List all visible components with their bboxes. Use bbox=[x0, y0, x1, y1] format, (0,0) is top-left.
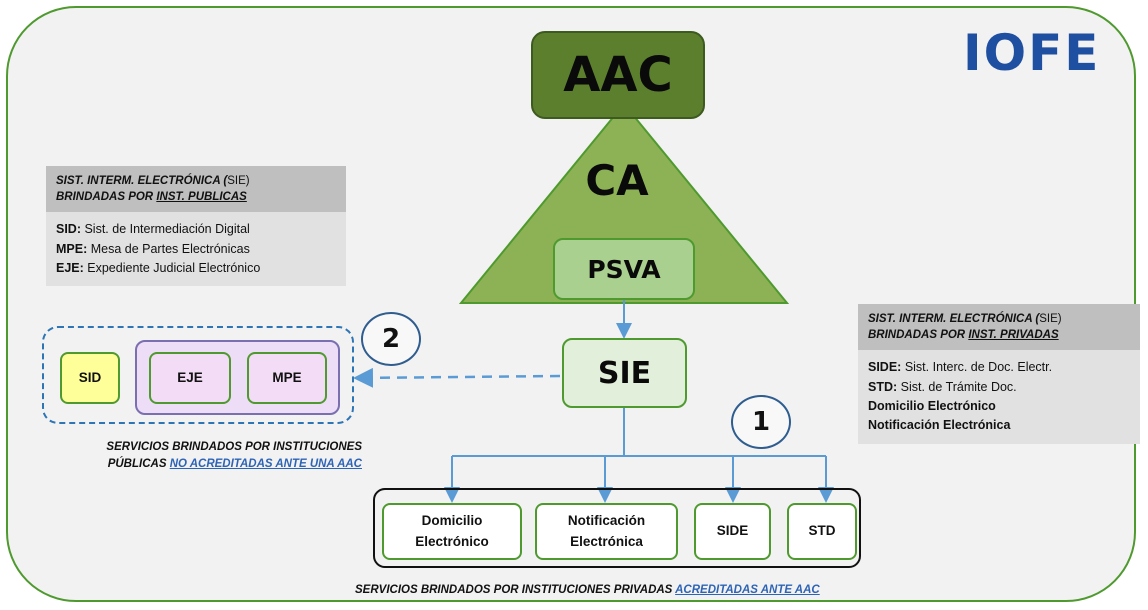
public-sie-panel: SIST. INTERM. ELECTRÓNICA (SIE) BRINDADA… bbox=[46, 166, 346, 287]
sid-box: SID bbox=[60, 352, 120, 404]
public-panel-body: SID: Sist. de Intermediación Digital MPE… bbox=[46, 212, 346, 287]
private-panel-header: SIST. INTERM. ELECTRÓNICA (SIE) BRINDADA… bbox=[858, 304, 1140, 351]
marker-2-circle: 2 bbox=[361, 312, 421, 366]
private-services-caption-link: ACREDITADAS ANTE AAC bbox=[675, 584, 820, 596]
marker-1-circle: 1 bbox=[731, 395, 791, 449]
private-services-caption: SERVICIOS BRINDADOS POR INSTITUCIONES PR… bbox=[355, 584, 820, 596]
psva-box: PSVA bbox=[553, 238, 695, 300]
eje-box: EJE bbox=[149, 352, 231, 404]
private-panel-title-line1: SIST. INTERM. ELECTRÓNICA (SIE) bbox=[868, 313, 1062, 325]
sie-to-public-arrow bbox=[353, 367, 561, 388]
public-item-mpe: MPE: Mesa de Partes Electrónicas bbox=[56, 241, 250, 256]
private-item-notificacion: Notificación Electrónica bbox=[868, 418, 1011, 433]
ca-label: CA bbox=[585, 156, 649, 205]
private-panel-body: SIDE: Sist. Interc. de Doc. Electr. STD:… bbox=[858, 350, 1140, 444]
public-services-caption-link: NO ACREDITADAS ANTE UNA AAC bbox=[169, 457, 362, 470]
mpe-box: MPE bbox=[247, 352, 327, 404]
aac-box: AAC bbox=[531, 31, 705, 119]
public-panel-title-line2: BRINDADAS POR INST. PUBLICAS bbox=[56, 191, 247, 204]
public-item-eje: EJE: Expediente Judicial Electrónico bbox=[56, 260, 261, 275]
brand-logo-text: IOFE bbox=[963, 24, 1101, 82]
private-item-domicilio: Domicilio Electrónico bbox=[868, 398, 996, 413]
private-services-group bbox=[373, 488, 861, 568]
public-panel-header: SIST. INTERM. ELECTRÓNICA (SIE) BRINDADA… bbox=[46, 166, 346, 213]
public-services-dashed-group bbox=[42, 326, 354, 424]
side-box: SIDE bbox=[694, 503, 771, 560]
public-panel-title-line1: SIST. INTERM. ELECTRÓNICA (SIE) bbox=[56, 175, 250, 187]
private-panel-title-line2: BRINDADAS POR INST. PRIVADAS bbox=[868, 329, 1059, 342]
sie-box: SIE bbox=[562, 338, 687, 408]
private-item-std: STD: Sist. de Trámite Doc. bbox=[868, 379, 1017, 394]
public-services-caption: SERVICIOS BRINDADOS POR INSTITUCIONES PÚ… bbox=[106, 441, 362, 470]
private-sie-panel: SIST. INTERM. ELECTRÓNICA (SIE) BRINDADA… bbox=[858, 304, 1140, 444]
public-item-sid: SID: Sist. de Intermediación Digital bbox=[56, 222, 250, 237]
private-item-side: SIDE: Sist. Interc. de Doc. Electr. bbox=[868, 360, 1053, 375]
std-box: STD bbox=[787, 503, 857, 560]
